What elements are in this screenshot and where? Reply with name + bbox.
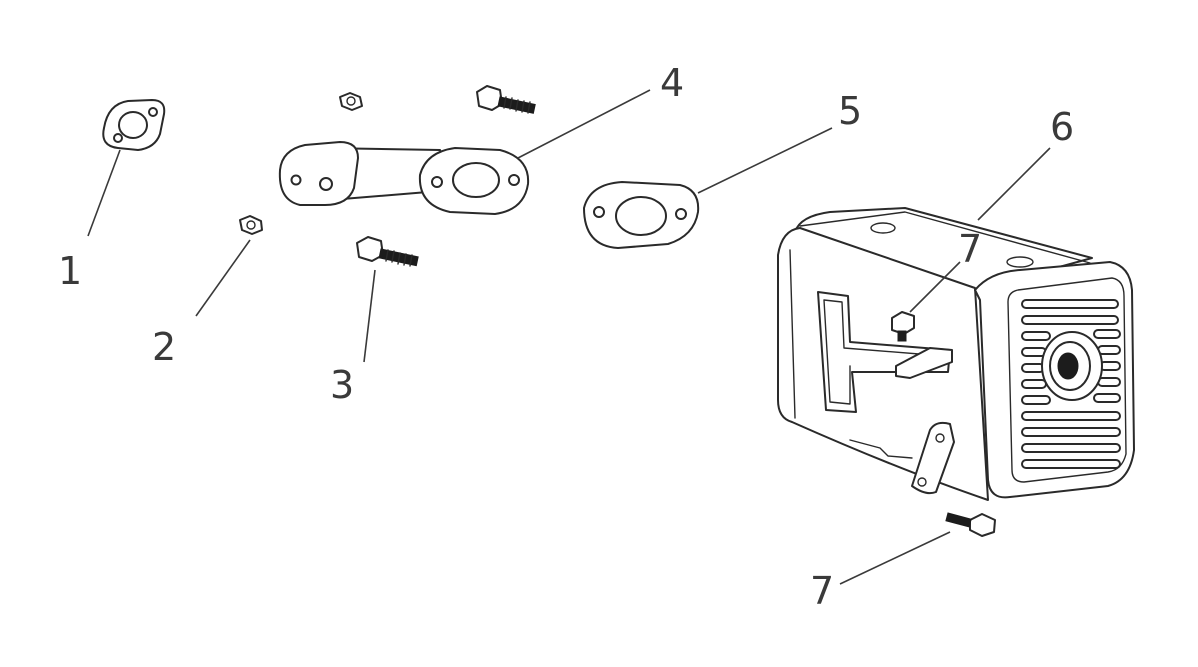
callout-6: 6 <box>1050 105 1074 149</box>
exhaust-pipe <box>278 141 530 215</box>
gasket-small <box>102 99 166 151</box>
callout-7-upper: 7 <box>958 227 982 271</box>
leader-6 <box>977 147 1051 221</box>
bolt-upper <box>476 85 536 114</box>
nut-lower <box>239 215 263 235</box>
leader-7b <box>839 531 951 585</box>
callout-7-lower: 7 <box>810 569 834 613</box>
leader-lines <box>87 89 1051 585</box>
callout-1: 1 <box>58 249 82 293</box>
leader-1 <box>87 149 121 237</box>
callout-4: 4 <box>660 61 684 105</box>
leader-7a <box>909 261 961 313</box>
bolt-lower <box>356 236 419 267</box>
callout-2: 2 <box>152 325 176 369</box>
screw-lower <box>945 512 996 537</box>
leader-2 <box>195 239 251 317</box>
gasket-large <box>583 181 700 249</box>
screw-upper <box>891 311 915 342</box>
muffler <box>777 207 1135 501</box>
leader-5 <box>697 127 833 194</box>
callout-3: 3 <box>330 363 354 407</box>
nut-upper <box>339 92 363 111</box>
callout-labels: 1 2 3 4 5 6 7 7 <box>58 61 1074 613</box>
leader-3 <box>363 269 376 363</box>
leader-4 <box>517 89 651 159</box>
callout-5: 5 <box>838 89 862 133</box>
